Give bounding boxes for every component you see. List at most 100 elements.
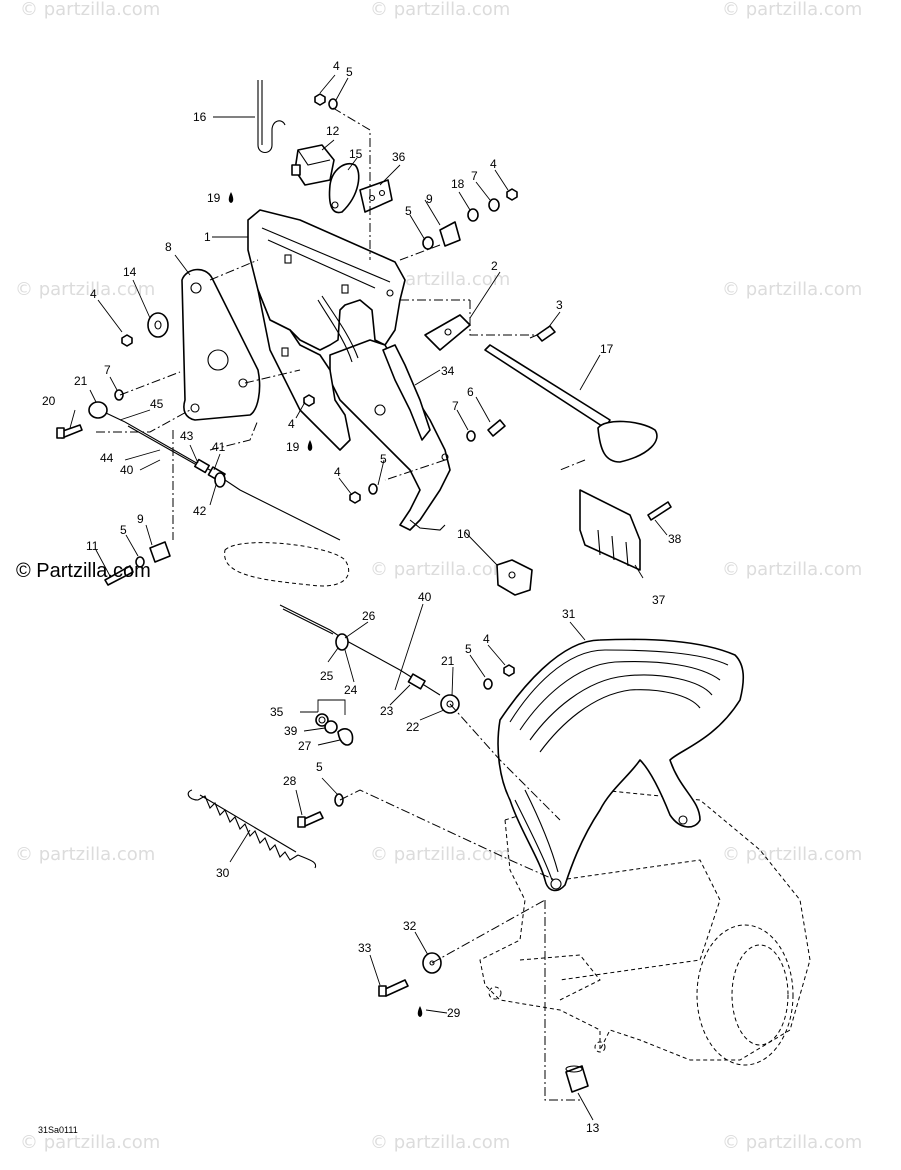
callout-4: 4 [483,632,490,646]
callout-7: 7 [452,399,459,413]
callout-2: 2 [491,259,498,273]
cable-clip-16 [257,80,286,154]
bolt-33 [378,979,409,997]
callout-17: 17 [600,342,614,356]
callout-34: 34 [441,364,455,378]
ball-joint-21-upper [88,401,126,423]
bushing-13 [565,1065,589,1093]
lube-drop-29 [417,1006,423,1017]
stopper-block-12 [291,144,335,186]
callout-4: 4 [333,59,340,73]
drawing-code: 31Sa0111 [38,1125,78,1135]
return-spring [187,789,317,869]
clip-27 [337,728,354,746]
support-plate-36 [359,179,393,213]
callout-25: 25 [320,669,334,683]
callout-13: 13 [586,1121,600,1135]
callout-6: 6 [467,385,474,399]
callout-32: 32 [403,919,417,933]
watermark: © partzilla.com [370,269,510,290]
callout-9: 9 [426,192,433,206]
hardware-nut-4-top [314,93,326,106]
callout-5: 5 [120,523,127,537]
callout-5: 5 [465,642,472,656]
jet-pump-housing-outline [479,789,811,1066]
callout-45: 45 [150,397,164,411]
callout-21: 21 [441,654,455,668]
callout-27: 27 [298,739,312,753]
callout-26: 26 [362,609,376,623]
watermark: © partzilla.com [20,1132,160,1153]
callout-39: 39 [284,724,298,738]
hardware-washer-5-top [328,98,338,110]
callout-42: 42 [193,504,207,518]
watermark: © partzilla.com [722,844,862,865]
bracket-2 [424,314,471,351]
callout-11: 11 [86,539,99,553]
hardware-nut-4-right [506,188,518,201]
callout-19: 19 [286,440,300,454]
bolt-20 [56,424,83,439]
callout-labels: 1 2 3 4 4 4 4 4 4 5 5 5 5 5 5 6 7 7 7 8 … [42,59,682,1135]
bushing-9-left [149,541,171,563]
callout-38: 38 [668,532,682,546]
watermark: © partzilla.com [370,844,510,865]
callout-22: 22 [406,720,420,734]
callout-9: 9 [137,512,144,526]
callout-14: 14 [123,265,137,279]
callout-33: 33 [358,941,372,955]
hardware-nut-4-left [121,334,133,347]
hardware-washer-5-lower [368,483,378,495]
callout-7: 7 [104,363,111,377]
hardware-washer-5-left [135,556,145,568]
o-ring-35 [315,713,329,727]
watermark: © partzilla.com [20,0,160,20]
bracket-lower-section [257,289,359,451]
callout-18: 18 [451,177,465,191]
callout-41: 41 [212,440,226,454]
callout-40: 40 [418,590,432,604]
hardware-washer-18 [467,208,479,222]
callout-4: 4 [288,417,295,431]
bolt-28 [297,811,324,828]
callout-40: 40 [120,463,134,477]
hardware-nut-4-mid [303,394,315,407]
callout-35: 35 [270,705,284,719]
callout-21: 21 [74,374,88,388]
lube-drop-19-mid [307,440,313,451]
washer-14 [147,312,169,338]
bushing-39 [324,720,338,734]
hardware-washer-5-spring [334,793,344,807]
hardware-washer-7 [488,198,500,212]
reverse-gate [497,638,745,892]
callout-37: 37 [652,593,666,607]
watermark: © partzilla.com [370,559,510,580]
bolt-11 [104,565,134,586]
callout-5: 5 [380,452,387,466]
callout-19: 19 [207,191,221,205]
watermark-layer: © partzilla.com © partzilla.com © partzi… [15,0,862,1153]
callout-1: 1 [204,230,211,244]
callout-4: 4 [334,465,341,479]
callout-5: 5 [316,760,323,774]
watermark: © partzilla.com [15,844,155,865]
hardware-nut-4-lower [349,491,361,504]
callout-20: 20 [42,394,56,408]
watermark: © partzilla.com [722,279,862,300]
callout-3: 3 [556,298,563,312]
shift-handle-17 [484,344,658,463]
callout-16: 16 [193,110,207,124]
watermark: © partzilla.com [15,279,155,300]
callout-23: 23 [380,704,394,718]
pivot-plate [181,268,261,421]
callout-12: 12 [326,124,340,138]
callout-15: 15 [349,147,363,161]
shift-cable-upper [124,421,341,541]
bushing-15 [328,163,360,214]
rivet-38 [647,501,672,521]
watermark: © partzilla.com [722,559,862,580]
callout-29: 29 [447,1006,461,1020]
callout-24: 24 [344,683,358,697]
